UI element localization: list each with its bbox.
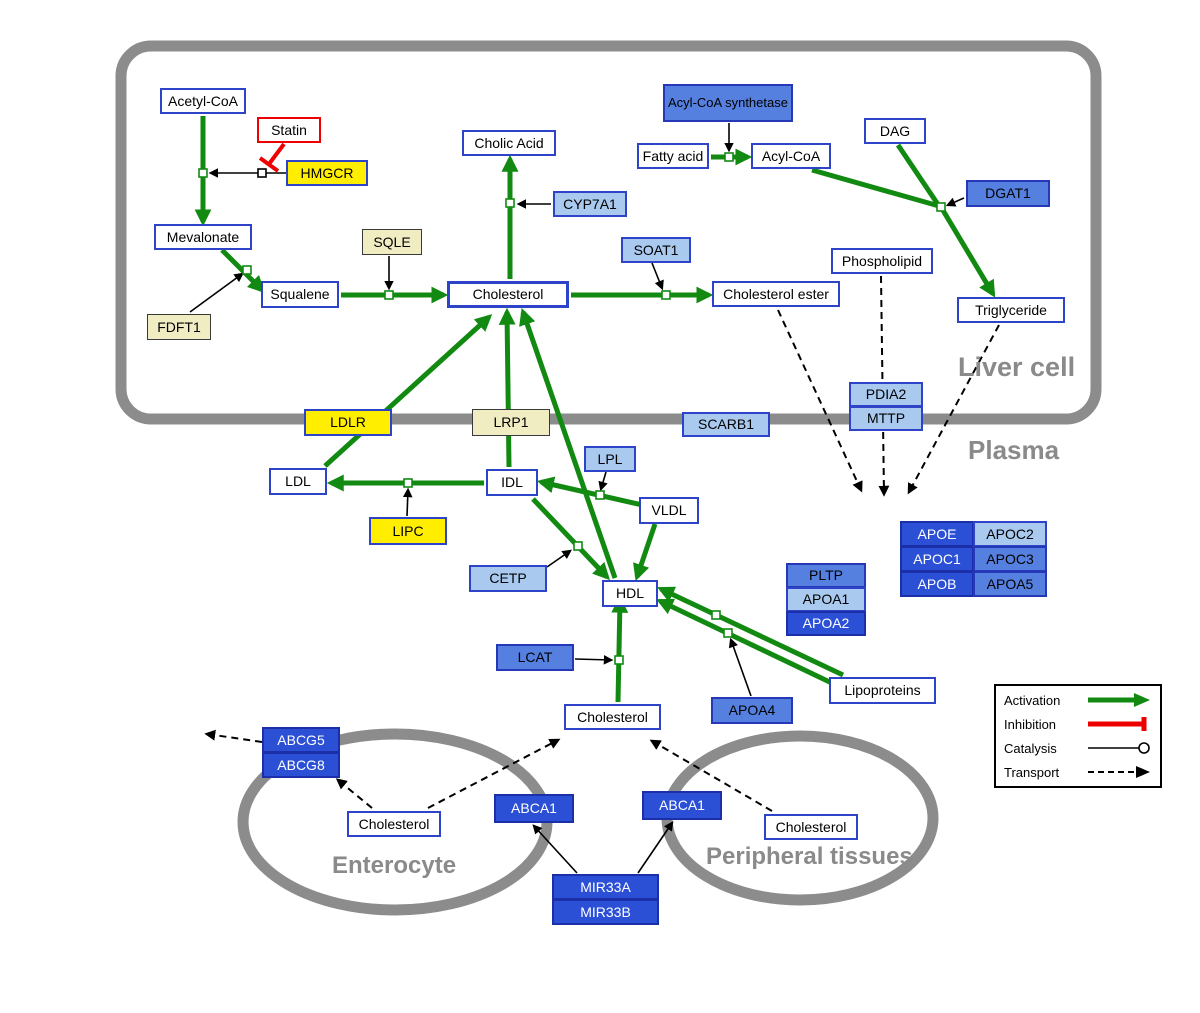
peripheral-tissues-label: Peripheral tissues — [706, 843, 913, 870]
node-lipc[interactable]: LIPC — [369, 517, 447, 545]
legend-transport-row: Transport — [1004, 764, 1152, 780]
node-hdl[interactable]: HDL — [602, 580, 658, 607]
enterocyte-label: Enterocyte — [332, 852, 457, 879]
node-lcat[interactable]: LCAT — [496, 644, 574, 671]
membranes — [115, 40, 1102, 916]
node-cholesterol-liver[interactable]: Cholesterol — [447, 281, 569, 308]
node-sqle[interactable]: SQLE — [362, 229, 422, 255]
node-lpl[interactable]: LPL — [584, 446, 636, 472]
node-apoc3[interactable]: APOC3 — [973, 546, 1047, 572]
node-ldl[interactable]: LDL — [269, 468, 327, 495]
legend-catalysis-row: Catalysis — [1004, 740, 1152, 756]
node-abcg5[interactable]: ABCG5 — [262, 727, 340, 753]
legend-inhibition-row: Inhibition — [1004, 716, 1152, 732]
node-squalene[interactable]: Squalene — [261, 281, 339, 308]
node-scarb1[interactable]: SCARB1 — [682, 412, 770, 437]
node-apoc2[interactable]: APOC2 — [973, 521, 1047, 547]
legend: Activation Inhibition Catalysis Transpor… — [994, 684, 1162, 788]
node-mttp[interactable]: MTTP — [849, 406, 923, 431]
legend-inhibition-label: Inhibition — [1004, 716, 1057, 732]
transport-dashed-arrow-icon — [1088, 766, 1150, 778]
node-ldlr[interactable]: LDLR — [304, 409, 392, 436]
legend-catalysis-label: Catalysis — [1004, 740, 1057, 756]
node-soat1[interactable]: SOAT1 — [621, 237, 691, 263]
node-fdft1[interactable]: FDFT1 — [147, 314, 211, 340]
catalysis-edges — [189, 123, 965, 874]
node-cetp[interactable]: CETP — [469, 565, 547, 592]
node-cholesterol-peripheral[interactable]: Cholesterol — [764, 814, 858, 840]
node-pltp[interactable]: PLTP — [786, 563, 866, 588]
node-apoa2[interactable]: APOA2 — [786, 611, 866, 636]
node-cholic-acid[interactable]: Cholic Acid — [462, 130, 556, 156]
node-mevalonate[interactable]: Mevalonate — [154, 224, 252, 250]
node-lrp1[interactable]: LRP1 — [472, 409, 550, 436]
plasma-label: Plasma — [968, 435, 1060, 465]
node-abca1-peripheral[interactable]: ABCA1 — [642, 791, 722, 820]
node-cyp7a1[interactable]: CYP7A1 — [553, 191, 627, 217]
node-dag[interactable]: DAG — [864, 118, 926, 144]
node-apoe[interactable]: APOE — [900, 521, 974, 547]
node-apoa5[interactable]: APOA5 — [973, 571, 1047, 597]
node-abcg8[interactable]: ABCG8 — [262, 752, 340, 778]
node-fatty-acid[interactable]: Fatty acid — [637, 143, 709, 169]
node-mir33a[interactable]: MIR33A — [552, 874, 659, 900]
node-apoa4[interactable]: APOA4 — [711, 697, 793, 724]
node-acetyl-coa[interactable]: Acetyl-CoA — [160, 88, 246, 114]
activation-edges — [194, 116, 996, 703]
node-abca1-enterocyte[interactable]: ABCA1 — [494, 794, 574, 823]
node-acyl-coa[interactable]: Acyl-CoA — [751, 143, 831, 169]
node-triglyceride[interactable]: Triglyceride — [957, 297, 1065, 323]
node-apob[interactable]: APOB — [900, 571, 974, 597]
node-apoa1[interactable]: APOA1 — [786, 587, 866, 612]
liver-cell-membrane — [115, 40, 1102, 425]
node-lipoproteins[interactable]: Lipoproteins — [829, 677, 936, 704]
node-apoc1[interactable]: APOC1 — [900, 546, 974, 572]
node-mir33b[interactable]: MIR33B — [552, 899, 659, 925]
activation-arrow-icon — [1088, 693, 1150, 707]
inhibition-tbar-icon — [1088, 717, 1147, 731]
node-cholesterol-ester[interactable]: Cholesterol ester — [712, 281, 840, 307]
node-dgat1[interactable]: DGAT1 — [966, 180, 1050, 207]
node-cholesterol-plasma[interactable]: Cholesterol — [564, 704, 661, 730]
reaction-nodes — [198, 152, 946, 665]
legend-activation-label: Activation — [1004, 692, 1061, 708]
node-acyl-coa-synthetase[interactable]: Acyl-CoA synthetase — [663, 84, 793, 122]
node-idl[interactable]: IDL — [486, 469, 538, 496]
legend-transport-label: Transport — [1004, 764, 1060, 780]
node-statin[interactable]: Statin — [257, 117, 321, 143]
node-pdia2[interactable]: PDIA2 — [849, 382, 923, 407]
inhibition-edge — [258, 142, 286, 173]
node-hmgcr[interactable]: HMGCR — [286, 160, 368, 186]
node-cholesterol-enterocyte[interactable]: Cholesterol — [347, 811, 441, 837]
node-vldl[interactable]: VLDL — [639, 497, 699, 524]
legend-activation-row: Activation — [1004, 692, 1152, 708]
catalysis-circle-icon — [1088, 742, 1150, 754]
liver-cell-label: Liver cell — [958, 352, 1076, 382]
node-phospholipid[interactable]: Phospholipid — [831, 248, 933, 274]
